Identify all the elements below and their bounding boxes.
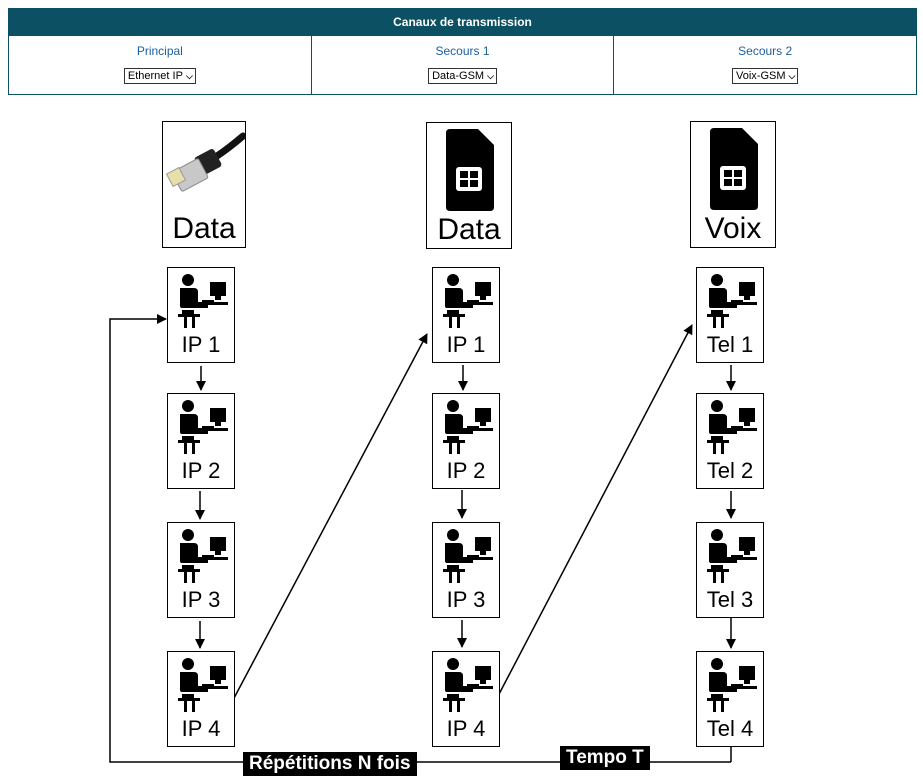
media-label: Data xyxy=(427,212,511,248)
user-computer-icon xyxy=(703,398,759,456)
node-label: IP 2 xyxy=(168,458,234,484)
user-computer-icon xyxy=(174,398,230,456)
media-ethernet-data: Data xyxy=(162,121,246,248)
sequence-node: IP 1 xyxy=(167,267,235,363)
node-label: Tel 3 xyxy=(697,587,763,613)
sequence-node: IP 2 xyxy=(167,393,235,489)
user-computer-icon xyxy=(439,398,495,456)
media-label: Voix xyxy=(691,211,775,247)
sequence-node: IP 3 xyxy=(432,522,500,618)
ethernet-cable-icon xyxy=(163,126,245,206)
arrow-data-ip4-to-tel1 xyxy=(497,325,692,698)
user-computer-icon xyxy=(174,656,230,714)
media-label: Data xyxy=(163,211,245,247)
user-computer-icon xyxy=(703,656,759,714)
sequence-node: Tel 1 xyxy=(696,267,764,363)
sequence-node: IP 2 xyxy=(432,393,500,489)
node-label: IP 2 xyxy=(433,458,499,484)
sequence-node: IP 4 xyxy=(432,651,500,747)
node-label: Tel 2 xyxy=(697,458,763,484)
media-voice-gsm: Voix xyxy=(690,121,776,248)
sequence-node: Tel 2 xyxy=(696,393,764,489)
node-label: Tel 4 xyxy=(697,716,763,742)
sequence-node: IP 3 xyxy=(167,522,235,618)
node-label: IP 1 xyxy=(168,332,234,358)
sequence-node: IP 4 xyxy=(167,651,235,747)
sequence-node: Tel 4 xyxy=(696,651,764,747)
sequence-node: IP 1 xyxy=(432,267,500,363)
user-computer-icon xyxy=(439,527,495,585)
user-computer-icon xyxy=(703,272,759,330)
node-label: IP 3 xyxy=(433,587,499,613)
tempo-label: Tempo T xyxy=(560,746,650,770)
sequence-node: Tel 3 xyxy=(696,522,764,618)
media-data-gsm: Data xyxy=(426,122,512,249)
user-computer-icon xyxy=(439,656,495,714)
node-label: IP 4 xyxy=(433,716,499,742)
sim-card-icon xyxy=(444,129,496,211)
user-computer-icon xyxy=(703,527,759,585)
node-label: Tel 1 xyxy=(697,332,763,358)
node-label: IP 1 xyxy=(433,332,499,358)
sim-card-icon xyxy=(708,128,760,210)
node-label: IP 3 xyxy=(168,587,234,613)
node-label: IP 4 xyxy=(168,716,234,742)
arrow-ip4-to-data-ip1 xyxy=(233,334,427,700)
user-computer-icon xyxy=(174,527,230,585)
user-computer-icon xyxy=(174,272,230,330)
repeat-label: Répétitions N fois xyxy=(243,752,417,776)
user-computer-icon xyxy=(439,272,495,330)
